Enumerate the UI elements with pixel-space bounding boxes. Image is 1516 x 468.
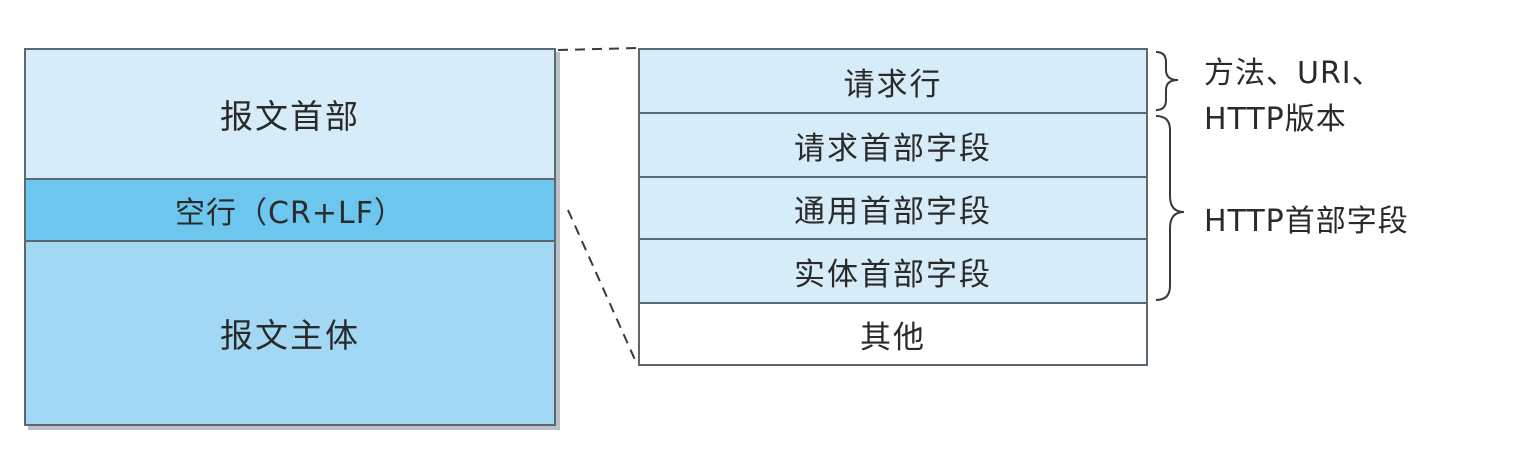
- header-row-label: 请求首部字段: [794, 130, 992, 167]
- header-row-label: 通用首部字段: [794, 193, 992, 230]
- request-line-note-line-1: 方法、URI、: [1204, 56, 1383, 91]
- http-message-block: 报文首部 空行（CR+LF） 报文主体: [24, 48, 556, 426]
- zoom-connector-bottom: [567, 209, 637, 363]
- message-header-label: 报文首部: [220, 97, 360, 136]
- header-row-label: 实体首部字段: [794, 256, 992, 293]
- message-body-section: 报文主体: [26, 242, 554, 424]
- header-row-label: 请求行: [843, 66, 943, 103]
- header-detail-block: 请求行 请求首部字段 通用首部字段 实体首部字段 其他: [638, 48, 1148, 366]
- message-body-label: 报文主体: [220, 316, 360, 355]
- request-line-brace: [1155, 51, 1179, 111]
- header-fields-brace: [1155, 115, 1185, 301]
- blank-line-section: 空行（CR+LF）: [26, 180, 554, 242]
- header-row-general-header-fields: 通用首部字段: [640, 178, 1146, 240]
- header-row-request-header-fields: 请求首部字段: [640, 114, 1146, 178]
- header-row-request-line: 请求行: [640, 50, 1146, 114]
- blank-line-label: 空行（CR+LF）: [175, 196, 405, 231]
- header-row-entity-header-fields: 实体首部字段: [640, 240, 1146, 304]
- zoom-connector-top: [557, 47, 639, 51]
- request-line-note-line-2: HTTP版本: [1204, 102, 1347, 137]
- header-row-other: 其他: [640, 304, 1146, 364]
- header-row-label: 其他: [860, 319, 926, 356]
- message-header-section: 报文首部: [26, 50, 554, 180]
- header-fields-note: HTTP首部字段: [1204, 204, 1409, 239]
